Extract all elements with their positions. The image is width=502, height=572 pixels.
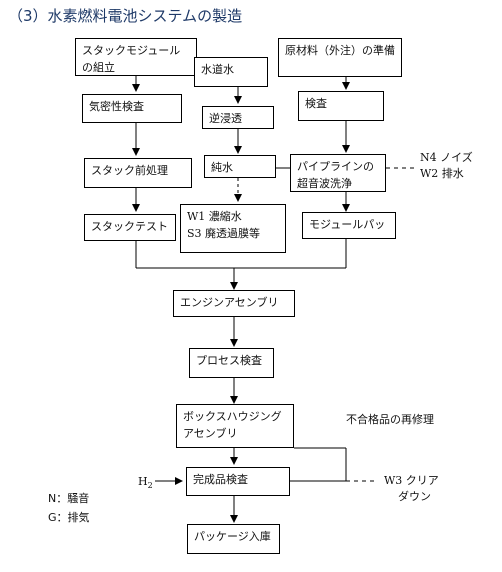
h2-symbol: H [138, 475, 148, 488]
stack-test-box: スタックテスト [84, 214, 176, 241]
reverse-osmosis-label: 逆浸透 [209, 112, 242, 125]
h2-subscript: 2 [147, 481, 153, 491]
w1-concentrate-label: W1 濃縮水 [187, 210, 242, 223]
pipeline-ultrasonic-box: パイプラインの超音波洗浄 [290, 154, 386, 192]
raw-materials-label: 原材料（外注）の準備 [285, 44, 395, 57]
reverse-osmosis-box: 逆浸透 [202, 106, 274, 129]
s3-membrane-waste-label: S3 廃透過膜等 [187, 227, 261, 240]
inspection-box: 検査 [298, 91, 384, 121]
package-storage-box: パッケージ入庫 [187, 524, 280, 554]
pipeline-ultrasonic-label: パイプラインの超音波洗浄 [297, 160, 374, 190]
process-inspection-label: プロセス検査 [196, 354, 262, 367]
engine-assembly-label: エンジンアセンブリ [180, 296, 279, 309]
legend-noise: N：騒音 [48, 492, 90, 505]
stack-pretreatment-label: スタック前処理 [91, 164, 168, 177]
engine-assembly-box: エンジンアセンブリ [173, 290, 295, 317]
h2-input-label: H2 [138, 474, 153, 494]
legend-exhaust: G：排気 [48, 511, 90, 524]
ro-waste-box: W1 濃縮水 S3 廃透過膜等 [180, 204, 286, 253]
w2-wastewater-label: W2 排水 [420, 167, 464, 180]
box-housing-assembly-box: ボックスハウジングアセンブリ [176, 404, 294, 448]
n4-noise-label: N4 ノイズ [420, 151, 473, 164]
airtightness-test-label: 気密性検査 [89, 100, 144, 113]
stack-pretreatment-box: スタック前処理 [84, 158, 192, 188]
finished-inspection-label: 完成品検査 [193, 473, 248, 486]
raw-materials-box: 原材料（外注）の準備 [278, 38, 402, 77]
inspection-label: 検査 [305, 97, 327, 110]
package-storage-label: パッケージ入庫 [194, 530, 271, 543]
tap-water-label: 水道水 [201, 63, 234, 76]
finished-inspection-box: 完成品検査 [186, 467, 290, 496]
module-pack-box: モジュールパッ [302, 212, 396, 239]
airtightness-test-box: 気密性検査 [82, 94, 182, 123]
module-pack-label: モジュールパッ [309, 218, 386, 231]
w3-cleardown-label: W3 クリア [384, 474, 439, 487]
pure-water-box: 純水 [204, 155, 276, 178]
pure-water-label: 純水 [211, 161, 233, 174]
stack-module-assembly-box: スタックモジュールの組立 [75, 38, 197, 76]
process-inspection-box: プロセス検査 [189, 348, 274, 378]
box-housing-assembly-label: ボックスハウジングアセンブリ [183, 410, 282, 440]
stack-module-assembly-label: スタックモジュールの組立 [82, 44, 181, 74]
page-title: （3）水素燃料電池システムの製造 [8, 7, 243, 25]
tap-water-box: 水道水 [194, 57, 268, 87]
rework-label: 不合格品の再修理 [346, 413, 434, 426]
w3-cleardown-label-2: ダウン [398, 490, 431, 503]
stack-test-label: スタックテスト [91, 220, 168, 233]
